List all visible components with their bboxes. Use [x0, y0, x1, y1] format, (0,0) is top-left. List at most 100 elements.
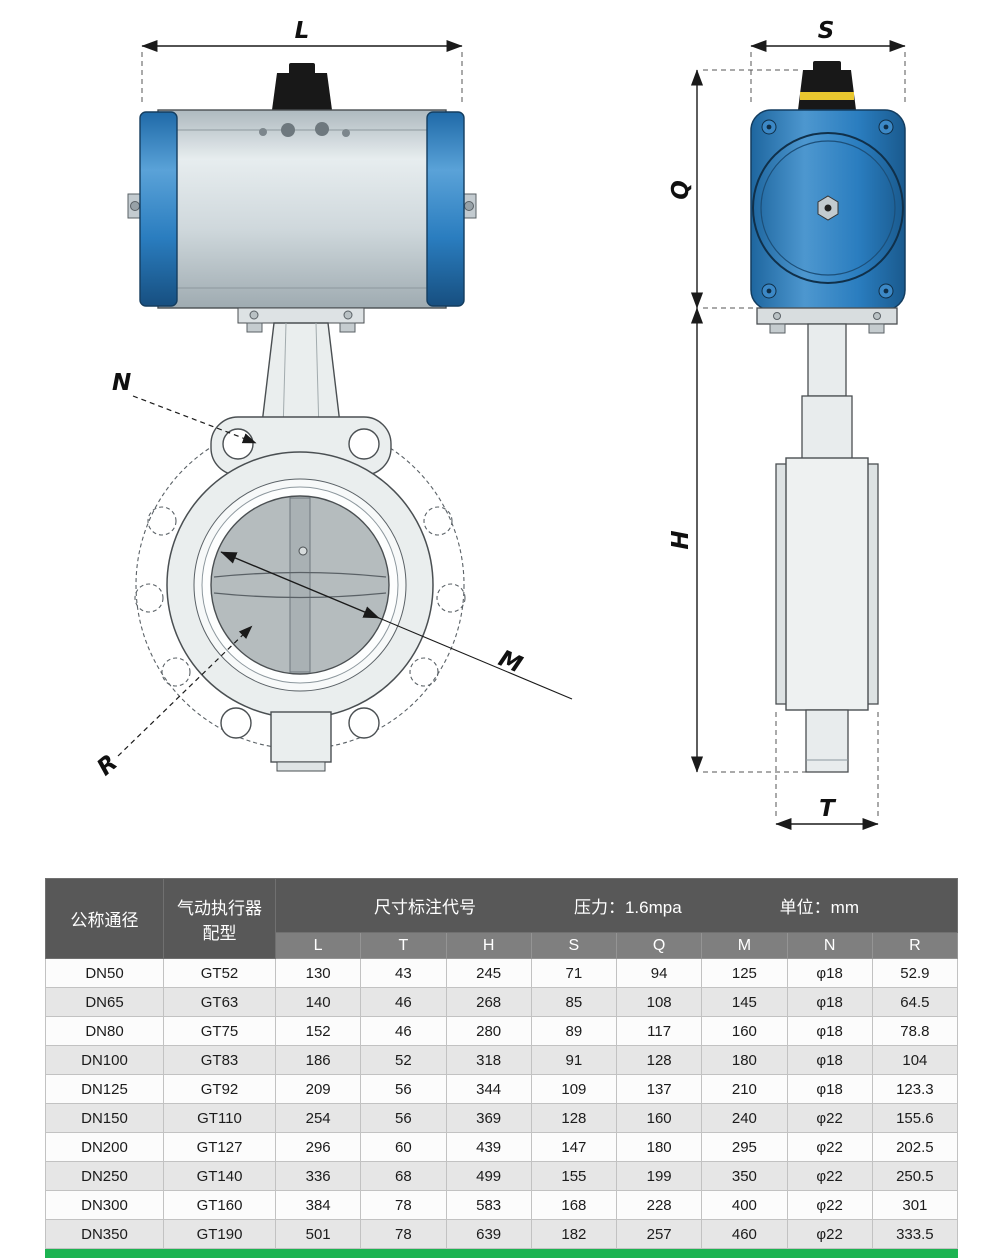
dim-column-header: H	[445, 932, 532, 959]
cell-dimension-value: 78	[360, 1190, 447, 1220]
knob-yellow-band	[800, 92, 854, 100]
cell-dimension-value: 152	[274, 1016, 362, 1046]
pressure-label: 压力：1.6mpa	[573, 898, 682, 917]
cell-dimension-value: 128	[530, 1103, 618, 1133]
cell-dimension-value: 240	[701, 1103, 788, 1133]
dim-column-header: Q	[615, 932, 703, 959]
cell-dimension-value: 182	[530, 1219, 618, 1249]
cell-dimension-value: φ18	[786, 1074, 873, 1104]
accent-bar	[45, 1249, 958, 1258]
cell-dimension-value: 52.9	[871, 958, 959, 988]
cell-dimension-value: 145	[701, 987, 788, 1017]
cell-dimension-value: 91	[530, 1045, 618, 1075]
cell-dimension-value: 209	[274, 1074, 362, 1104]
cell-dimension-value: 280	[445, 1016, 532, 1046]
cell-nominal-diameter: DN125	[45, 1074, 164, 1104]
cell-dimension-value: φ18	[786, 1016, 873, 1046]
dim-label-T: T	[819, 796, 837, 822]
cell-dimension-value: 344	[445, 1074, 532, 1104]
dim-column-header: N	[786, 932, 873, 959]
valve-neck-front	[237, 307, 365, 433]
actuator-knob-side	[798, 70, 856, 110]
cell-nominal-diameter: DN50	[45, 958, 164, 988]
cell-dimension-value: 123.3	[871, 1074, 959, 1104]
cell-dimension-value: φ22	[786, 1190, 873, 1220]
cell-dimension-value: 160	[615, 1103, 703, 1133]
cell-actuator-model: GT63	[163, 987, 276, 1017]
cell-dimension-value: 168	[530, 1190, 618, 1220]
cell-dimension-value: 499	[445, 1161, 532, 1191]
dim-S: S	[750, 18, 906, 106]
cell-dimension-value: 109	[530, 1074, 618, 1104]
cell-dimension-value: 228	[615, 1190, 703, 1220]
cell-dimension-value: 460	[701, 1219, 788, 1249]
cell-dimension-value: 71	[530, 958, 618, 988]
cell-dimension-value: 46	[360, 1016, 447, 1046]
cell-dimension-value: 155	[530, 1161, 618, 1191]
cell-nominal-diameter: DN200	[45, 1132, 164, 1162]
cell-dimension-value: φ22	[786, 1132, 873, 1162]
dim-column-header: T	[360, 932, 447, 959]
dimension-code-title: 尺寸标注代号	[373, 898, 476, 917]
cell-dimension-value: φ22	[786, 1103, 873, 1133]
cell-dimension-value: 117	[615, 1016, 703, 1046]
cell-dimension-value: 155.6	[871, 1103, 959, 1133]
actuator-front	[127, 63, 477, 309]
lug-hole	[220, 707, 252, 739]
cell-nominal-diameter: DN250	[45, 1161, 164, 1191]
dim-label-R: R	[92, 750, 122, 781]
cell-dimension-value: 128	[615, 1045, 703, 1075]
header-actuator-line1: 气动执行器	[177, 898, 262, 918]
cell-dimension-value: 639	[445, 1219, 532, 1249]
cell-dimension-value: 104	[871, 1045, 959, 1075]
cell-actuator-model: GT92	[163, 1074, 276, 1104]
dim-column-header: R	[871, 932, 959, 959]
cell-dimension-value: 254	[274, 1103, 362, 1133]
stem-upper	[807, 323, 847, 397]
cell-dimension-value: 137	[615, 1074, 703, 1104]
cell-dimension-value: 46	[360, 987, 447, 1017]
actuator-endcap-left	[139, 111, 178, 307]
dim-H: H	[668, 307, 806, 773]
cell-dimension-value: 250.5	[871, 1161, 959, 1191]
cell-actuator-model: GT110	[163, 1103, 276, 1133]
cell-dimension-value: φ18	[786, 987, 873, 1017]
cell-actuator-model: GT127	[163, 1132, 276, 1162]
cell-dimension-value: 94	[615, 958, 703, 988]
cell-dimension-value: 147	[530, 1132, 618, 1162]
header-nominal-diameter: 公称通径	[45, 878, 164, 959]
dim-column-header: L	[274, 932, 362, 959]
cell-actuator-model: GT83	[163, 1045, 276, 1075]
lug-hole	[348, 428, 380, 460]
cell-dimension-value: 257	[615, 1219, 703, 1249]
cell-dimension-value: 186	[274, 1045, 362, 1075]
header-actuator-model: 气动执行器 配型	[163, 878, 276, 959]
cell-nominal-diameter: DN350	[45, 1219, 164, 1249]
cell-dimension-value: 199	[615, 1161, 703, 1191]
cell-dimension-value: 160	[701, 1016, 788, 1046]
cell-dimension-value: 245	[445, 958, 532, 988]
bottom-stub	[270, 711, 332, 763]
cell-dimension-value: 43	[360, 958, 447, 988]
cell-dimension-value: 56	[360, 1074, 447, 1104]
cell-dimension-value: 583	[445, 1190, 532, 1220]
cell-nominal-diameter: DN80	[45, 1016, 164, 1046]
dim-T: T	[775, 712, 879, 831]
dim-R: R	[92, 625, 253, 781]
dim-column-header: S	[530, 932, 618, 959]
lug-hole	[348, 707, 380, 739]
cell-dimension-value: 60	[360, 1132, 447, 1162]
dim-label-Q: Q	[668, 180, 694, 200]
dim-label-L: L	[295, 18, 310, 44]
cell-dimension-value: φ22	[786, 1161, 873, 1191]
